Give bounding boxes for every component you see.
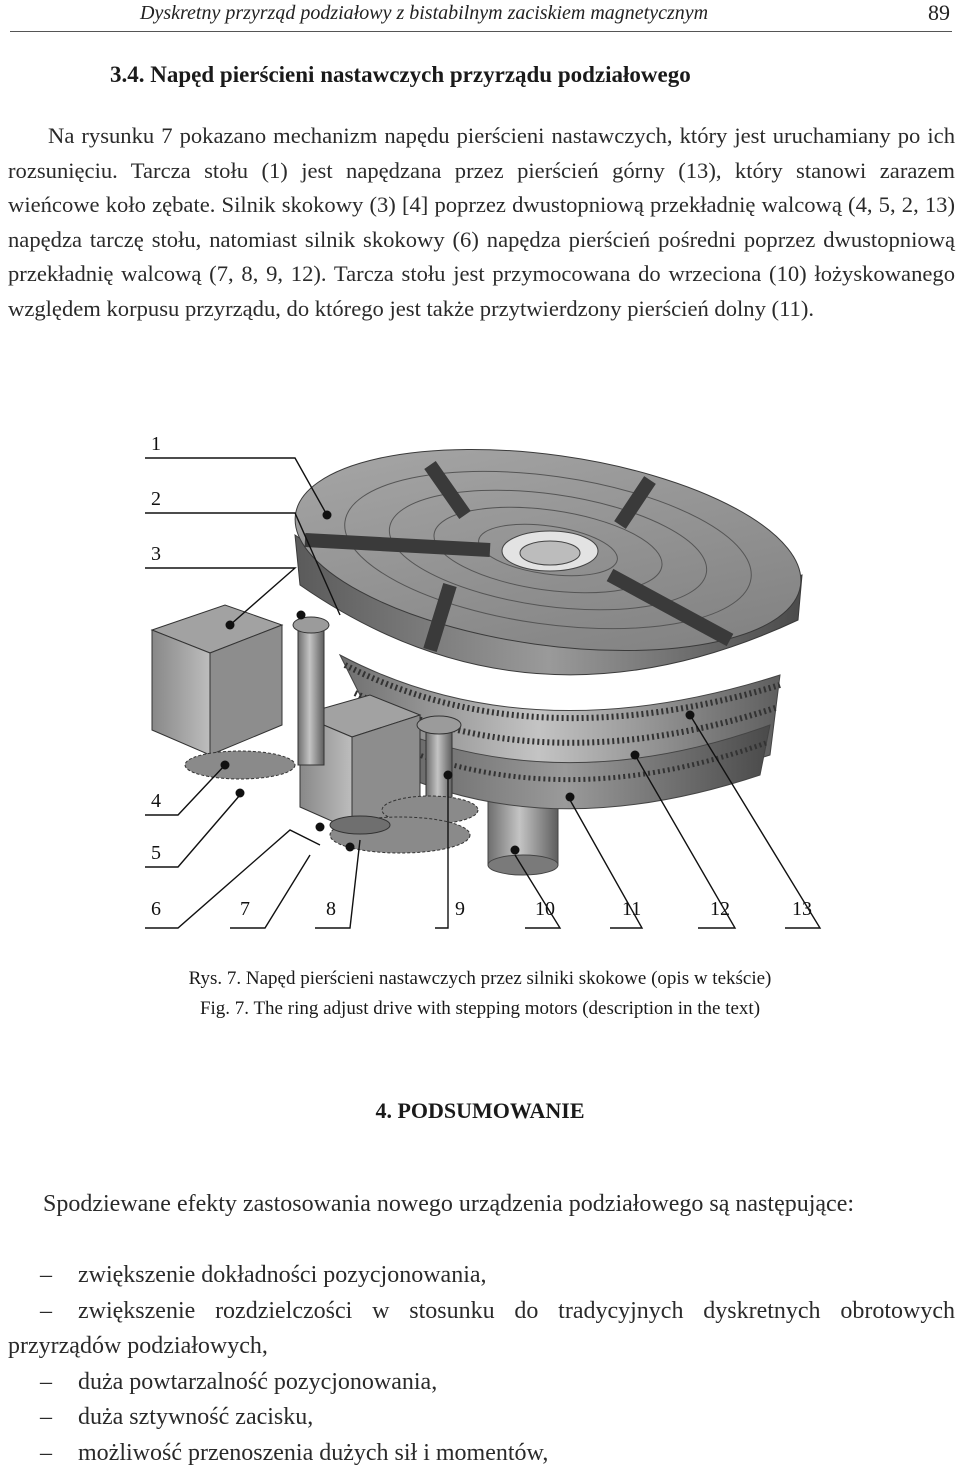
figure-caption-pl: Rys. 7. Napęd pierścieni nastawczych prz… — [0, 968, 960, 990]
page-number: 89 — [928, 0, 950, 26]
paragraph-indent — [8, 123, 48, 148]
dash-marker: – — [8, 1365, 78, 1401]
label-7: 7 — [240, 898, 250, 921]
label-12: 12 — [710, 898, 730, 921]
label-10: 10 — [535, 898, 555, 921]
drive-mechanism-drawing — [130, 425, 830, 955]
dash-marker: – — [8, 1258, 78, 1294]
label-13: 13 — [792, 898, 812, 921]
label-6: 6 — [151, 898, 161, 921]
label-8: 8 — [326, 898, 336, 921]
summary-intro: Spodziewane efekty zastosowania nowego u… — [8, 1187, 955, 1222]
list-item: –duża sztywność zacisku, — [8, 1400, 955, 1436]
section-paragraph: Na rysunku 7 pokazano mechanizm napędu p… — [8, 119, 955, 327]
section-paragraph-text: Na rysunku 7 pokazano mechanizm napędu p… — [8, 123, 955, 321]
dash-marker: – — [8, 1400, 78, 1436]
figure-caption-en: Fig. 7. The ring adjust drive with stepp… — [0, 998, 960, 1020]
list-item: –duża powtarzalność pozycjonowania, — [8, 1365, 955, 1401]
label-4: 4 — [151, 790, 161, 813]
list-item-text: zwiększenie rozdzielczości w stosunku do… — [8, 1298, 955, 1360]
paragraph-indent — [8, 1191, 43, 1217]
list-item-text: możliwość przenoszenia dużych sił i mome… — [78, 1440, 548, 1466]
running-header: Dyskretny przyrząd podziałowy z bistabil… — [0, 0, 960, 36]
summary-intro-text: Spodziewane efekty zastosowania nowego u… — [43, 1191, 854, 1217]
figure-7: 1 2 3 4 5 6 7 8 9 10 11 12 13 — [130, 425, 830, 955]
label-3: 3 — [151, 543, 161, 566]
label-9: 9 — [455, 898, 465, 921]
header-rule — [10, 31, 952, 32]
list-item: –zwiększenie dokładności pozycjonowania, — [8, 1258, 955, 1294]
label-5: 5 — [151, 842, 161, 865]
table-disc — [282, 425, 813, 680]
list-item-text: zwiększenie dokładności pozycjonowania, — [78, 1262, 487, 1288]
stepper-motor-3 — [152, 605, 282, 755]
label-11: 11 — [622, 898, 641, 921]
label-1: 1 — [151, 433, 161, 456]
label-2: 2 — [151, 488, 161, 511]
list-item-text: duża powtarzalność pozycjonowania, — [78, 1369, 437, 1395]
list-item: –zwiększenie rozdzielczości w stosunku d… — [8, 1294, 955, 1365]
summary-list: –zwiększenie dokładności pozycjonowania,… — [8, 1258, 955, 1471]
summary-title: 4. PODSUMOWANIE — [0, 1098, 960, 1124]
dash-marker: – — [8, 1294, 78, 1330]
list-item-text: duża sztywność zacisku, — [78, 1404, 313, 1430]
section-title: 3.4. Napęd pierścieni nastawczych przyrz… — [110, 62, 691, 88]
running-title: Dyskretny przyrząd podziałowy z bistabil… — [140, 2, 708, 25]
